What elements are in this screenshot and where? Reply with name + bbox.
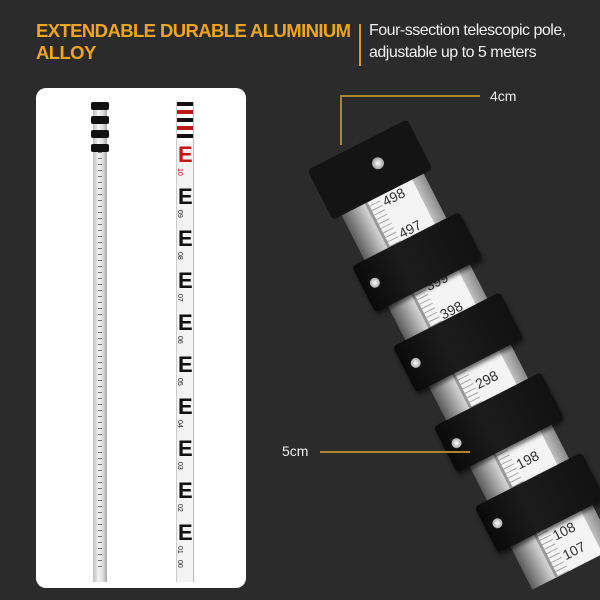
bottom-width-label: 5cm [282,443,309,459]
subtitle: Four-ssection telescopic pole, adjustabl… [369,22,566,61]
title-divider [359,24,361,66]
top-width-label: 4cm [490,88,517,104]
telescopic-pole-side-view [91,102,109,582]
headline: EXTENDABLE DURABLE ALUMINIUM ALLOY [36,20,351,63]
